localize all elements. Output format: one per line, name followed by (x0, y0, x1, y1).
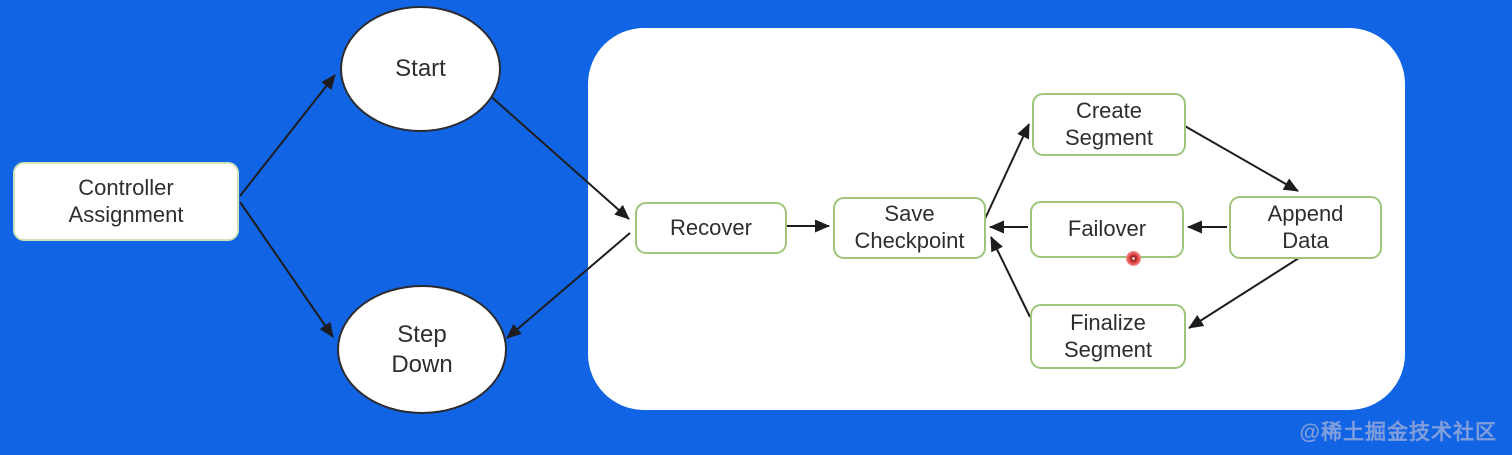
laser-pointer-dot (1126, 251, 1141, 266)
node-start: Start (340, 6, 501, 132)
watermark: @稀土掘金技术社区 (1299, 421, 1497, 444)
node-save-checkpoint: Save Checkpoint (833, 197, 986, 259)
node-append-data: Append Data (1229, 196, 1382, 259)
node-controller-assignment: Controller Assignment (13, 162, 239, 241)
node-recover: Recover (635, 202, 787, 254)
node-failover: Failover (1030, 201, 1184, 258)
node-finalize-segment: Finalize Segment (1030, 304, 1186, 369)
node-create-segment: Create Segment (1032, 93, 1186, 156)
node-step-down: Step Down (337, 285, 507, 414)
edge-controller-assignment-step-down (239, 201, 334, 338)
edge-controller-assignment-start (239, 74, 336, 197)
